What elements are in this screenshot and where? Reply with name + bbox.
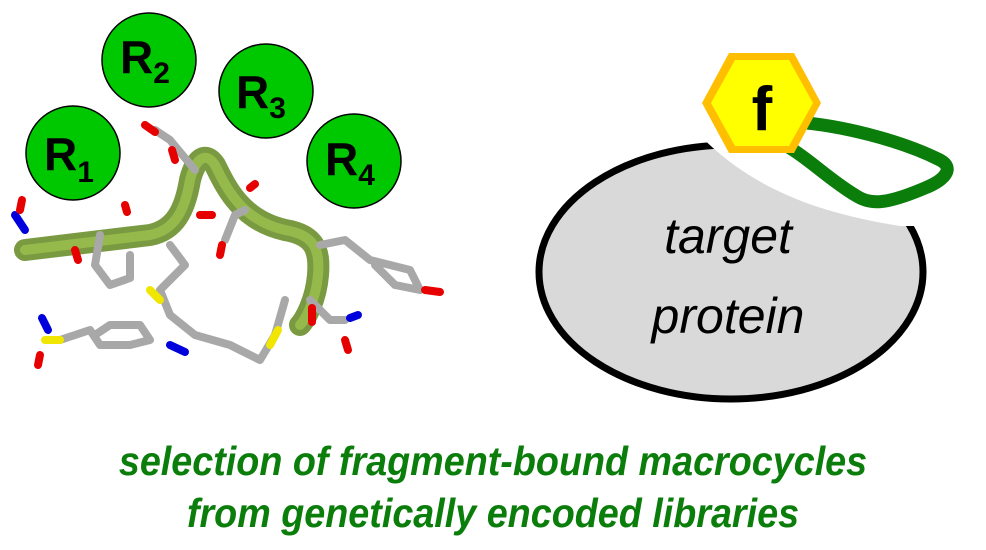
svg-text:f: f: [752, 75, 773, 144]
fragment-hexagon-icon: f: [702, 53, 821, 153]
svg-text:target: target: [664, 208, 794, 264]
macrocycle-loop-icon: [783, 115, 954, 209]
residue-r4: R4: [306, 113, 402, 209]
caption-line-1: selection of fragment-bound macrocycles: [118, 438, 868, 484]
residue-r3: R3: [218, 43, 314, 139]
svg-text:R2: R2: [120, 31, 170, 90]
svg-text:R3: R3: [236, 66, 286, 125]
svg-text:R4: R4: [325, 133, 375, 192]
macrocycle-molecule-icon: [11, 121, 444, 369]
residue-r1: R1: [25, 105, 121, 201]
svg-text:R1: R1: [44, 128, 94, 189]
residue-r2: R2: [101, 12, 197, 108]
svg-text:protein: protein: [650, 288, 805, 344]
caption-line-2: from genetically encoded libraries: [186, 490, 800, 536]
